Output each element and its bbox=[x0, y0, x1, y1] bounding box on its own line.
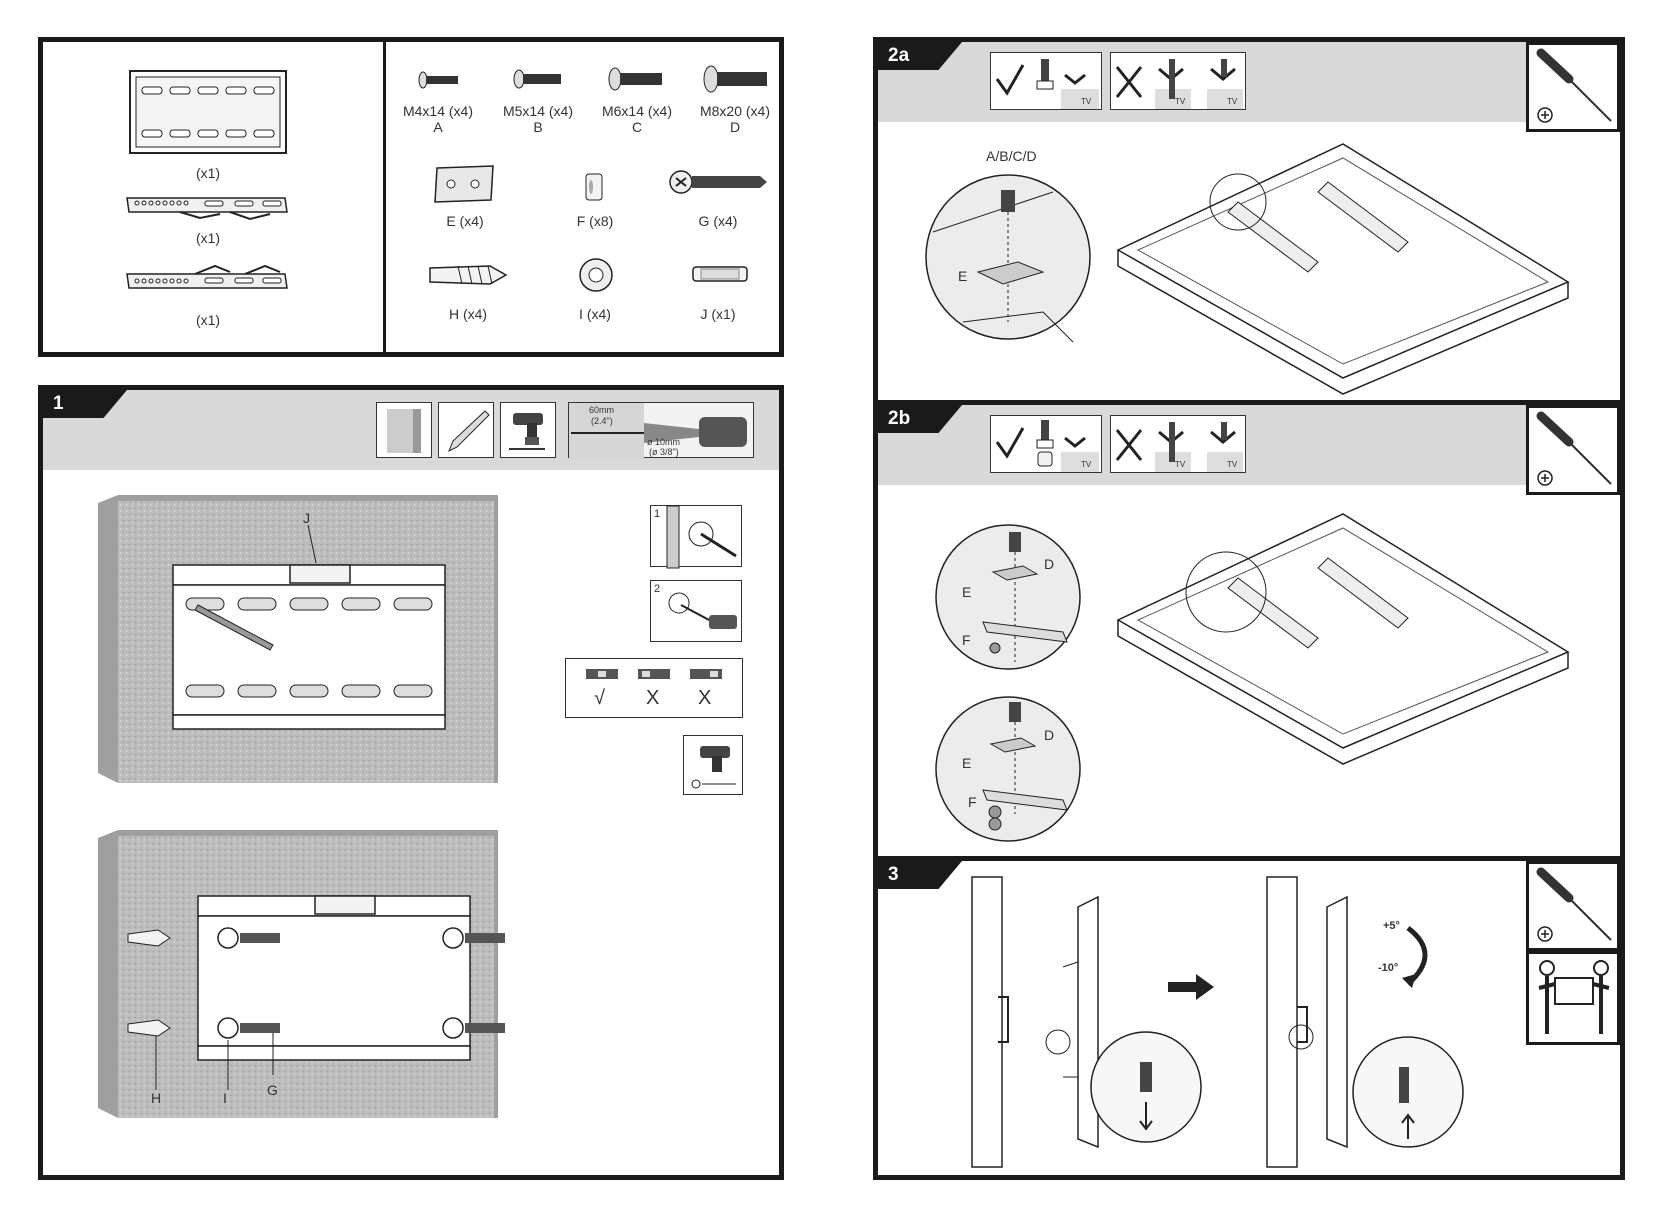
step2a-number: 2a bbox=[878, 42, 962, 70]
screw-c-letter: C bbox=[631, 119, 643, 135]
lag-bolt-g-icon bbox=[669, 170, 767, 194]
tv-tag-bad-2-2b: TV bbox=[1227, 460, 1238, 469]
pencil-tool-icon bbox=[438, 402, 494, 458]
tv-arm-right-illustration bbox=[126, 264, 288, 289]
screwdriver-icon-2b bbox=[1526, 405, 1620, 495]
wall-mounting-illustration bbox=[98, 830, 505, 1118]
step3-number: 3 bbox=[878, 861, 962, 889]
drill-tool-icon bbox=[500, 402, 556, 458]
screw-a-size: M4x14 (x4) bbox=[402, 103, 474, 119]
label-e-1: E bbox=[962, 584, 972, 600]
correct-fit-icon: TV bbox=[990, 52, 1102, 110]
drill-depth-in: (2.4") bbox=[591, 416, 613, 426]
step2a-detail-circle bbox=[925, 174, 1091, 343]
screw-b-letter: B bbox=[533, 119, 543, 135]
part-i-label: I (x4) bbox=[579, 306, 611, 322]
tv-tag-bad-1-2b: TV bbox=[1175, 460, 1186, 469]
tv-tag-bad-2: TV bbox=[1227, 97, 1238, 106]
screwdriver-icon-2a bbox=[1526, 42, 1620, 132]
screw-b-icon bbox=[513, 69, 561, 89]
wall-marking-illustration bbox=[98, 495, 498, 783]
tv-arm-left-illustration bbox=[126, 197, 288, 221]
sub-step-2-drilling: 2 bbox=[650, 580, 742, 642]
step2b-detail-circle-2 bbox=[935, 696, 1081, 842]
two-person-lift-icon bbox=[1526, 951, 1620, 1045]
label-e-2a: E bbox=[958, 268, 968, 284]
step3-locked-illustration bbox=[1266, 876, 1464, 1168]
tv-back-2b-illustration bbox=[1116, 513, 1570, 765]
screw-d-letter: D bbox=[729, 119, 741, 135]
wall-anchor-h-icon bbox=[429, 265, 508, 285]
screw-c-icon bbox=[608, 67, 662, 91]
divider-2b-3 bbox=[878, 856, 1620, 861]
level-j-icon bbox=[692, 266, 748, 282]
wrong-fit-icon-2b: TV TV bbox=[1110, 415, 1246, 473]
divider-2a-2b bbox=[878, 400, 1620, 405]
tv-tag-ok-2b: TV bbox=[1081, 460, 1092, 469]
drill-dia-mm: ø 10mm bbox=[647, 437, 681, 447]
tilt-arrow-icon bbox=[1402, 926, 1428, 988]
tilt-down-label: -10° bbox=[1378, 962, 1399, 974]
part-e-label: E (x4) bbox=[446, 213, 484, 229]
level-check-box: √ X X bbox=[565, 658, 743, 718]
screwdriver-icon-3 bbox=[1526, 861, 1620, 951]
drill-dia-in: (ø 3/8") bbox=[649, 447, 679, 457]
step3-arrow-icon bbox=[1168, 974, 1214, 1000]
label-abcd: A/B/C/D bbox=[986, 148, 1037, 164]
step1-panel: 1 60mm (2.4") ø 10mm (ø 3/8") bbox=[38, 385, 784, 1180]
correct-fit-spacer-icon: TV bbox=[990, 415, 1102, 473]
sub-step-1-marking: 1 bbox=[650, 505, 742, 569]
label-f-1: F bbox=[962, 632, 971, 648]
spacer-f-icon bbox=[585, 173, 603, 201]
wrong-fit-icon: TV TV bbox=[1110, 52, 1246, 110]
part-g-label: G (x4) bbox=[698, 213, 738, 229]
level-mark-bad-1: X bbox=[646, 687, 660, 709]
step3-hang-illustration bbox=[971, 876, 1202, 1168]
parts-panel: (x1) (x1) (x1) M4x14 (x4) A M5x14 (x4) B… bbox=[38, 37, 784, 357]
screw-c-size: M6x14 (x4) bbox=[601, 103, 673, 119]
screw-a-icon bbox=[418, 71, 458, 89]
tv-tag-ok: TV bbox=[1081, 97, 1092, 106]
part-f-label: F (x8) bbox=[576, 213, 614, 229]
screw-a-letter: A bbox=[433, 119, 443, 135]
label-d-2: D bbox=[1044, 727, 1055, 743]
tilt-up-label: +5° bbox=[1383, 920, 1400, 932]
label-i: I bbox=[223, 1090, 227, 1106]
label-j: J bbox=[303, 510, 310, 526]
label-g: G bbox=[267, 1082, 278, 1098]
tv-tag-bad-1: TV bbox=[1175, 97, 1186, 106]
screw-d-icon bbox=[703, 65, 767, 93]
sub-step-2-num: 2 bbox=[654, 583, 661, 595]
label-e-2: E bbox=[962, 755, 972, 771]
wall-plate-illustration bbox=[129, 70, 287, 154]
label-h: H bbox=[151, 1090, 162, 1106]
bracket-qty-1: (x1) bbox=[195, 165, 221, 181]
step2b-detail-circle-1 bbox=[935, 524, 1081, 670]
drill-insert-icon bbox=[683, 735, 743, 795]
part-h-label: H (x4) bbox=[448, 306, 488, 322]
label-d-1: D bbox=[1044, 556, 1055, 572]
bracket-qty-3: (x1) bbox=[195, 312, 221, 328]
bracket-qty-2: (x1) bbox=[195, 230, 221, 246]
sub-step-1-num: 1 bbox=[654, 508, 661, 520]
washer-i-icon bbox=[579, 258, 613, 292]
label-f-2: F bbox=[968, 794, 977, 810]
parts-divider bbox=[383, 42, 386, 352]
screw-b-size: M5x14 (x4) bbox=[502, 103, 574, 119]
level-mark-ok: √ bbox=[594, 687, 605, 709]
step2-3-panel: 2a TV TV TV A/B/C/D E 2b TV TV bbox=[873, 37, 1625, 1180]
screw-d-size: M8x20 (x4) bbox=[699, 103, 771, 119]
part-j-label: J (x1) bbox=[700, 306, 736, 322]
drill-depth-mm: 60mm bbox=[589, 405, 615, 415]
tv-back-2a-illustration bbox=[1116, 143, 1570, 395]
wall-tool-icon bbox=[376, 402, 432, 458]
drill-spec-diagram: 60mm (2.4") ø 10mm (ø 3/8") bbox=[568, 402, 754, 459]
spacer-plate-e-icon bbox=[434, 165, 494, 203]
level-mark-bad-2: X bbox=[698, 687, 712, 709]
